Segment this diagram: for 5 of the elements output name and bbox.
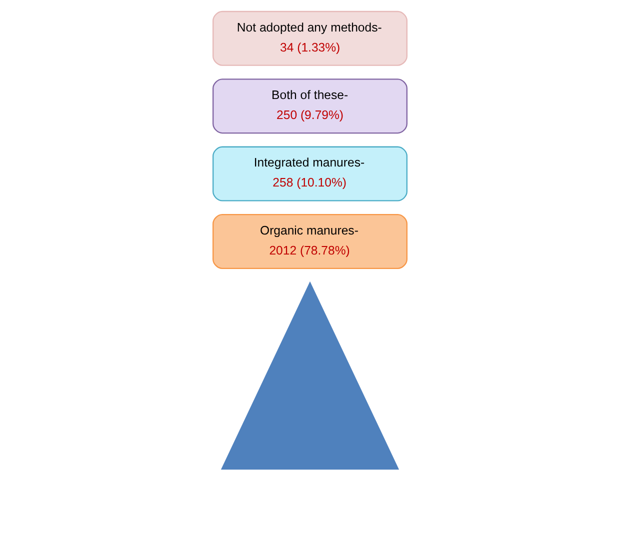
- node-box: Organic manures- 2012 (78.78%): [212, 214, 407, 269]
- node-box: Integrated manures- 258 (10.10%): [212, 146, 407, 202]
- node-box: Not adopted any methods- 34 (1.33%): [212, 10, 407, 66]
- node-box: Both of these- 250 (9.79%): [212, 78, 407, 134]
- node-triangle: [220, 281, 399, 470]
